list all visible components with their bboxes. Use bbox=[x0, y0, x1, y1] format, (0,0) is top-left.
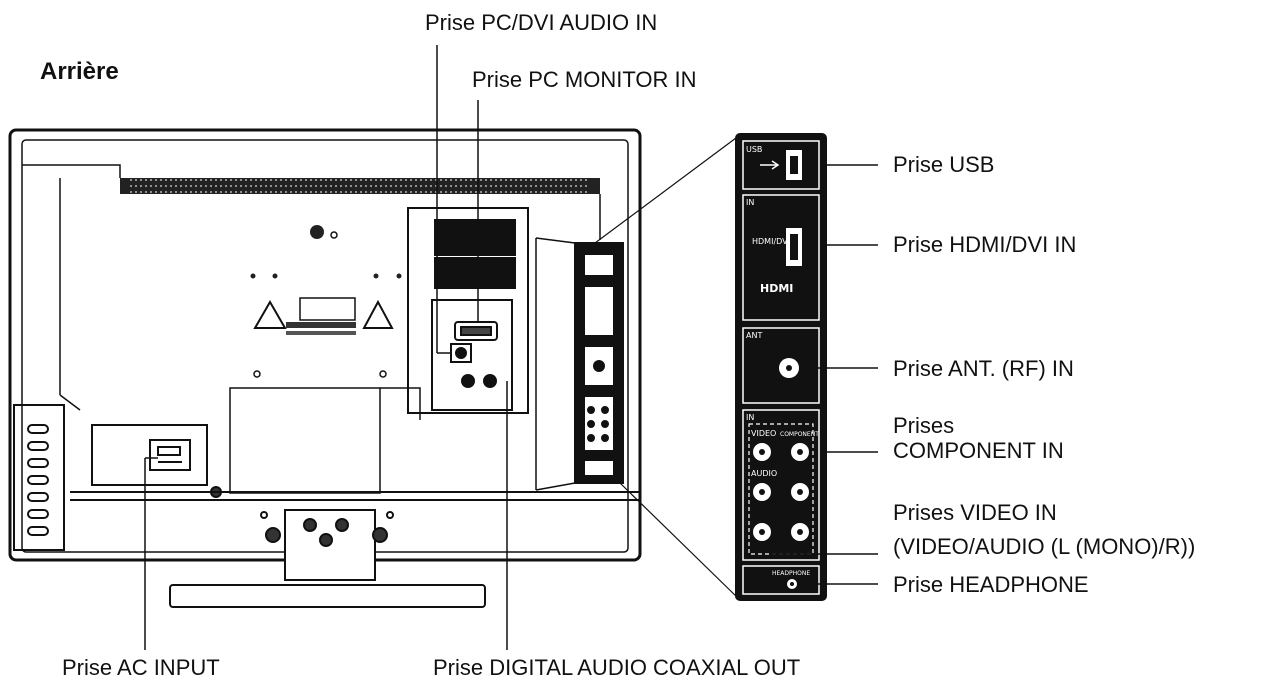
side-terminal-strip bbox=[535, 237, 624, 491]
panel-text-in2: IN bbox=[746, 413, 754, 422]
label-usb: Prise USB bbox=[893, 152, 995, 177]
panel-text-in: IN bbox=[746, 198, 754, 207]
tv-stand bbox=[169, 509, 486, 608]
panel-text-hdmi-logo: HDMI bbox=[760, 282, 793, 295]
panel-text-video: VIDEO bbox=[751, 429, 776, 438]
tv-back-outline bbox=[8, 128, 642, 562]
panel-text-component: COMPONENT bbox=[780, 431, 819, 438]
panel-text-ant: ANT bbox=[746, 331, 762, 340]
label-component-in-line1: Prises bbox=[893, 413, 955, 438]
label-pc-monitor-in: Prise PC MONITOR IN bbox=[472, 67, 697, 92]
warning-label bbox=[253, 297, 394, 335]
label-component-in-line2: COMPONENT IN bbox=[893, 438, 1064, 463]
rear-terminal-area bbox=[407, 207, 529, 414]
panel-text-headphone: HEADPHONE bbox=[772, 570, 810, 577]
label-video-in-line1: Prises VIDEO IN bbox=[893, 500, 1057, 525]
page-title: Arrière bbox=[40, 58, 119, 85]
label-pc-dvi-audio-in: Prise PC/DVI AUDIO IN bbox=[425, 10, 658, 35]
panel-text-audio: AUDIO bbox=[751, 469, 777, 478]
mounting-holes bbox=[250, 225, 402, 378]
vent-strip bbox=[120, 178, 600, 194]
label-ant-rf-in: Prise ANT. (RF) IN bbox=[893, 356, 1074, 381]
enlarged-terminal-panel bbox=[735, 133, 827, 601]
panel-text-hdmi-dvi: HDMI/DVI bbox=[752, 237, 790, 246]
panel-text-usb: USB bbox=[746, 145, 762, 154]
leader-lines bbox=[144, 45, 878, 650]
label-video-in-line2: (VIDEO/AUDIO (L (MONO)/R)) bbox=[893, 534, 1196, 559]
side-buttons bbox=[13, 404, 65, 551]
bottom-ledge bbox=[70, 491, 640, 501]
ac-input-socket bbox=[91, 424, 222, 498]
label-digital-audio-coaxial-out: Prise DIGITAL AUDIO COAXIAL OUT bbox=[433, 655, 801, 680]
label-ac-input: Prise AC INPUT bbox=[62, 655, 220, 680]
zoom-lines bbox=[594, 134, 741, 601]
label-headphone: Prise HEADPHONE bbox=[893, 572, 1089, 597]
label-hdmi-dvi-in: Prise HDMI/DVI IN bbox=[893, 232, 1077, 257]
